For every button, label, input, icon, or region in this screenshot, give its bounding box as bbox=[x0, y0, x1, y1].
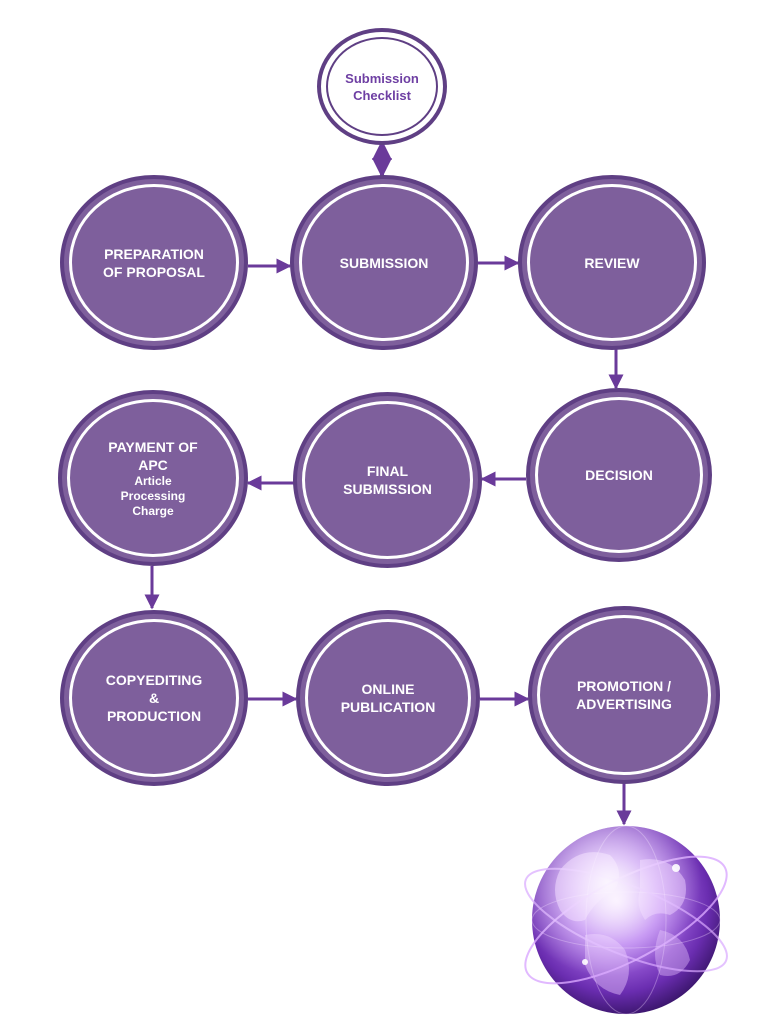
node-review: REVIEW bbox=[518, 175, 706, 350]
copyediting-line-3: PRODUCTION bbox=[106, 708, 202, 724]
node-submission: SUBMISSION bbox=[290, 175, 478, 350]
final-line-2: SUBMISSION bbox=[343, 481, 432, 497]
node-final-submission: FINAL SUBMISSION bbox=[293, 392, 482, 568]
final-line-1: FINAL bbox=[366, 463, 409, 479]
node-online-publication: ONLINE PUBLICATION bbox=[296, 610, 480, 786]
payment-sub-2: Processing bbox=[120, 488, 186, 503]
preparation-line-1: PREPARATION bbox=[104, 245, 204, 262]
node-promotion-advertising: PROMOTION / ADVERTISING bbox=[528, 606, 720, 784]
node-label-promotion: PROMOTION / ADVERTISING bbox=[568, 677, 680, 713]
node-label-copyediting: COPYEDITING & PRODUCTION bbox=[98, 671, 210, 725]
node-label-review: REVIEW bbox=[576, 254, 647, 272]
node-copyediting-production: COPYEDITING & PRODUCTION bbox=[60, 610, 248, 786]
node-label-submission: SUBMISSION bbox=[332, 254, 437, 272]
node-label-online: ONLINE PUBLICATION bbox=[333, 680, 444, 716]
node-decision: DECISION bbox=[526, 388, 712, 562]
promotion-line-2: ADVERTISING bbox=[576, 696, 672, 712]
checklist-line-2: Checklist bbox=[353, 87, 411, 103]
node-label-final: FINAL SUBMISSION bbox=[335, 462, 440, 498]
online-line-2: PUBLICATION bbox=[340, 699, 436, 715]
decision-line-1: DECISION bbox=[585, 467, 653, 483]
payment-line-2: APC bbox=[138, 456, 168, 473]
online-line-1: ONLINE bbox=[361, 681, 415, 697]
review-line-1: REVIEW bbox=[584, 254, 640, 271]
copyediting-line-1: COPYEDITING bbox=[105, 672, 203, 688]
node-label-decision: DECISION bbox=[577, 466, 661, 484]
payment-sub-3: Charge bbox=[132, 503, 174, 518]
node-label-payment: PAYMENT OF APC Article Processing Charge bbox=[100, 438, 205, 519]
node-submission-checklist: Submission Checklist bbox=[317, 28, 447, 145]
copyediting-line-2: & bbox=[148, 690, 160, 706]
node-label-preparation: PREPARATION OF PROPOSAL bbox=[95, 245, 213, 281]
preparation-line-2: OF PROPOSAL bbox=[103, 263, 205, 280]
payment-sub-1: Article bbox=[134, 473, 172, 488]
node-preparation-of-proposal: PREPARATION OF PROPOSAL bbox=[60, 175, 248, 350]
promotion-line-1: PROMOTION / bbox=[576, 678, 672, 694]
node-label-checklist: Submission Checklist bbox=[337, 70, 427, 104]
checklist-line-1: Submission bbox=[345, 70, 419, 86]
payment-line-1: PAYMENT OF bbox=[108, 438, 198, 455]
submission-line-1: SUBMISSION bbox=[339, 254, 429, 271]
node-payment-of-apc: PAYMENT OF APC Article Processing Charge bbox=[58, 390, 248, 566]
